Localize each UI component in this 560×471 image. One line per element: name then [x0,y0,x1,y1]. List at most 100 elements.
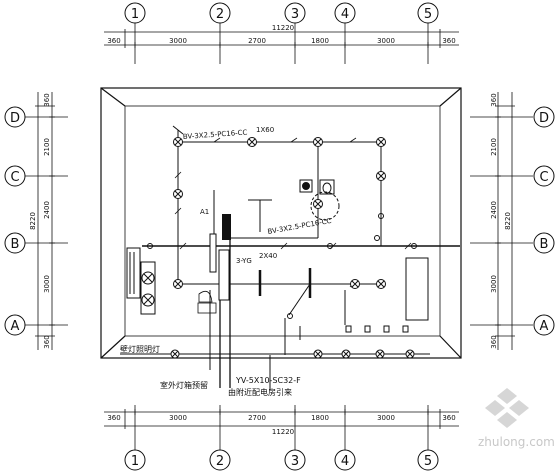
axis-label-C-right: C [539,170,548,185]
axis-label-D-right: D [539,111,549,126]
right-axis-bubbles [533,106,555,336]
dim-bottom-0: 360 [107,414,120,422]
axis-label-5-bottom: 5 [424,454,432,469]
lamp-code-mid: 3-YG [236,257,252,265]
dim-top-5: 360 [442,37,455,45]
top-axis-bubbles [124,2,439,24]
lamp-icon [173,279,183,289]
circuit-label-mid: BV-3X2.5-PC16-CC [267,217,332,236]
lamp-icon [376,171,386,181]
note-wall-lamp: 壁灯照明灯 [120,344,160,354]
dim-left-1: 2100 [43,138,51,156]
axis-label-3-top: 3 [291,7,299,22]
dim-top-3: 1800 [311,37,329,45]
dim-bottom-4: 3000 [377,414,395,422]
axis-label-B-right: B [540,237,549,252]
dim-bottom-2: 2700 [248,414,266,422]
dim-bottom-3: 1800 [311,414,329,422]
dim-left-2: 2400 [43,201,51,219]
note-outdoor-box: 室外灯箱预留 [160,380,208,390]
axis-bubble-5-bottom [417,449,439,471]
axis-label-A-left: A [11,319,20,334]
bottom-dimension-chain [104,409,459,429]
axis-label-2-top: 2 [216,7,224,22]
dim-left-total: 8220 [29,212,37,230]
lamp-icon [405,349,415,359]
switch-icon [378,213,384,219]
dim-bottom-1: 3000 [169,414,187,422]
axis-label-B-left: B [11,237,20,252]
distribution-panel [197,214,231,314]
right-counter [299,257,429,340]
axis-label-4-bottom: 4 [341,454,349,469]
axis-bubble-A-right [533,314,555,336]
lamp-icon [313,349,323,359]
switch-symbols [147,213,417,319]
lamp-icon [247,137,257,147]
cable-spec: YV-5X10-SC32-F [235,376,301,385]
switch-icon [147,243,153,249]
dim-right-3: 3000 [490,275,498,293]
axis-label-C-left: C [10,170,19,185]
switch-icon [411,243,417,249]
axis-bubble-D-right [533,106,555,128]
watermark-logo-icon [485,388,529,428]
axis-label-A-right: A [540,319,549,334]
dim-right-2: 2400 [490,201,498,219]
dim-right-1: 2100 [490,138,498,156]
lamp-rating-top: 1X60 [256,126,274,134]
dim-top-2: 2700 [248,37,266,45]
panel-label: A1 [200,208,209,216]
axis-bubble-4-bottom [334,449,356,471]
circuit-label-top: BV-3X2.5-PC16-CC [183,128,248,141]
dim-right-total: 8220 [504,212,512,230]
axis-label-5-top: 5 [424,7,432,22]
left-dimension-chain [35,92,55,350]
lamp-icon [170,349,180,359]
dim-right-0: 360 [490,93,498,106]
switch-icon [327,243,333,249]
right-dimension-chain [495,92,515,350]
watermark-text: zhulong.com [478,435,555,449]
axis-bubble-3-bottom [284,449,306,471]
toilet-fixtures [299,179,340,221]
dim-total-bottom: 11220 [272,428,294,436]
lamp-icon [375,349,385,359]
lamp-icon [376,137,386,147]
dim-top-1: 3000 [169,37,187,45]
watermark: zhulong.com [478,388,555,449]
lamp-icon [376,279,386,289]
lamp-icon [173,189,183,199]
dim-left-4: 360 [43,335,51,348]
switch-icon [374,235,380,241]
bottom-axis-bubbles [124,449,439,471]
axis-label-3-bottom: 3 [291,454,299,469]
dim-bottom-5: 360 [442,414,455,422]
cable-source: 由附近配电房引来 [228,387,292,397]
top-dimension-chain [104,29,459,48]
dim-left-3: 3000 [43,275,51,293]
axis-label-D-left: D [10,111,20,126]
left-axis-bubbles [4,106,26,336]
axis-bubble-B-right [533,232,555,254]
axis-label-1-bottom: 1 [131,454,139,469]
dim-total-top: 11220 [272,24,294,32]
dim-left-0: 360 [43,93,51,106]
axis-label-1-top: 1 [131,7,139,22]
roof-outline [100,87,462,359]
axis-bubble-2-bottom [209,449,231,471]
axis-bubble-C-right [533,165,555,187]
dim-top-4: 3000 [377,37,395,45]
lamp-icon [313,199,323,209]
lamp-symbols [170,137,415,359]
dim-right-4: 360 [490,335,498,348]
lamp-icon [350,279,360,289]
lamp-icon [173,137,183,147]
switch-icon [287,313,293,319]
axis-label-4-top: 4 [341,7,349,22]
lamp-rating-mid: 2X40 [259,252,277,260]
axis-label-2-bottom: 2 [216,454,224,469]
lamp-icon [341,349,351,359]
axis-bubble-1-bottom [124,449,146,471]
